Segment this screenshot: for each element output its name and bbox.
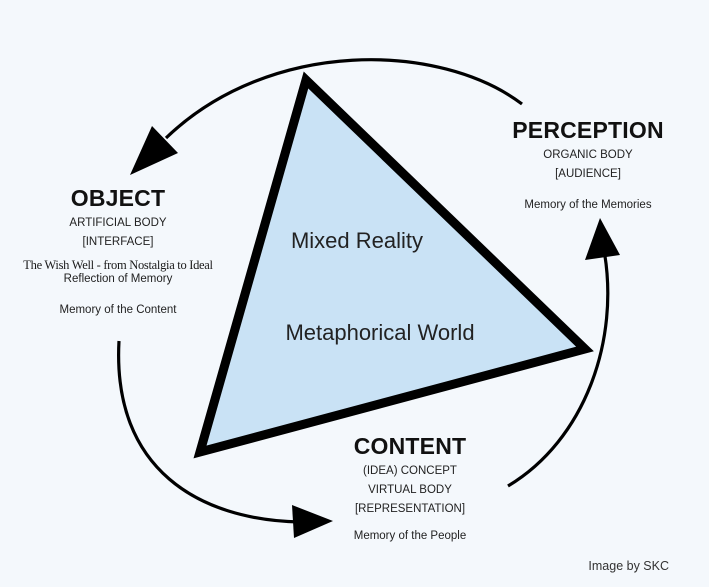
content-idea-concept: (IDEA) CONCEPT bbox=[363, 465, 457, 477]
object-wish-well: The Wish Well - from Nostalgia to Ideal bbox=[23, 258, 213, 272]
object-memory-content: Memory of the Content bbox=[59, 304, 177, 316]
triangle-label-metaphorical-world: Metaphorical World bbox=[285, 320, 475, 345]
object-block: OBJECT ARTIFICIAL BODY [INTERFACE] The W… bbox=[18, 185, 218, 320]
perception-memory-memories: Memory of the Memories bbox=[524, 199, 652, 211]
content-representation: [REPRESENTATION] bbox=[354, 503, 466, 515]
triangle-label-mixed-reality: Mixed Reality bbox=[290, 228, 424, 253]
perception-block: PERCEPTION ORGANIC BODY [AUDIENCE] Memor… bbox=[498, 117, 678, 215]
object-artificial-body: ARTIFICIAL BODY bbox=[69, 217, 167, 229]
content-memory-people: Memory of the People bbox=[353, 530, 467, 542]
object-reflection: Reflection of Memory bbox=[63, 273, 173, 285]
arrow-perception-to-object bbox=[164, 58, 523, 140]
perception-heading: PERCEPTION bbox=[512, 117, 664, 143]
content-virtual-body: VIRTUAL BODY bbox=[368, 484, 452, 496]
perception-audience: [AUDIENCE] bbox=[555, 168, 621, 180]
arrowhead-to-perception bbox=[585, 218, 620, 260]
arrowhead-to-content bbox=[292, 505, 333, 538]
arrow-object-to-content bbox=[117, 340, 301, 524]
image-credit: Image by SKC bbox=[588, 559, 669, 573]
content-block: CONTENT (IDEA) CONCEPT VIRTUAL BODY [REP… bbox=[325, 433, 495, 546]
perception-organic-body: ORGANIC BODY bbox=[543, 149, 633, 161]
triangle-shape bbox=[193, 71, 594, 459]
object-interface: [INTERFACE] bbox=[82, 236, 154, 248]
content-heading: CONTENT bbox=[353, 433, 467, 459]
arrow-content-to-perception bbox=[507, 249, 610, 488]
object-heading: OBJECT bbox=[70, 185, 166, 211]
arrowhead-to-object bbox=[130, 126, 178, 175]
